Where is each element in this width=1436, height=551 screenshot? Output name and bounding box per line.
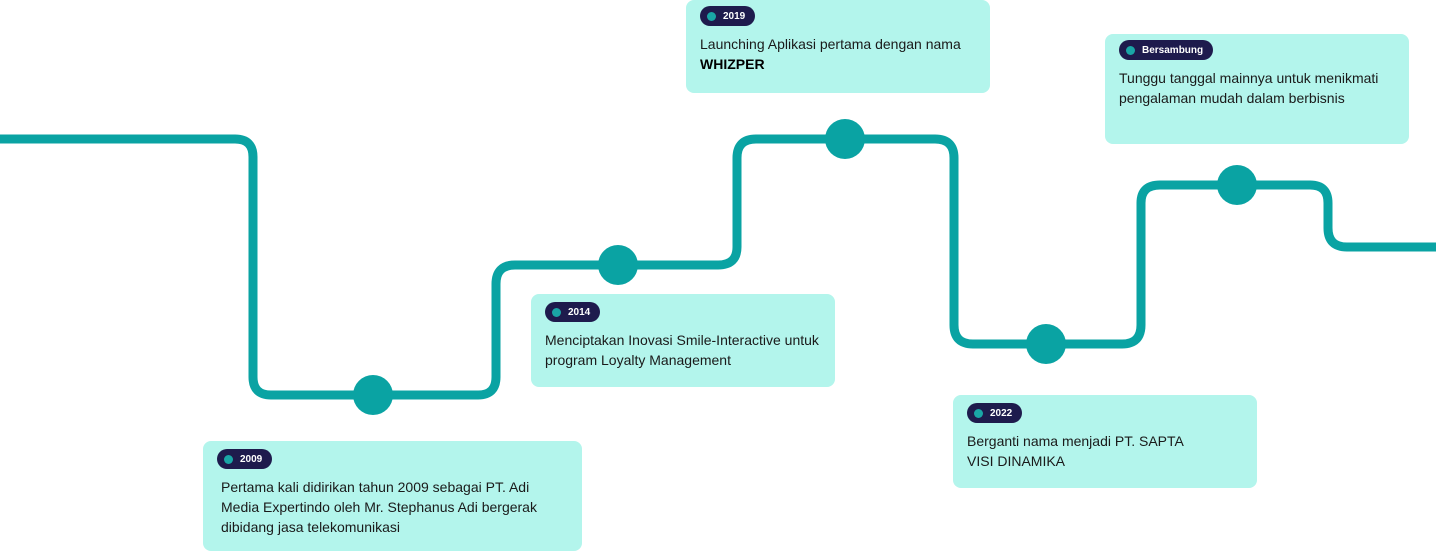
milestone-node-2019[interactable] (825, 119, 865, 159)
status-label: Bersambung (1142, 44, 1204, 56)
milestone-node-2022[interactable] (1026, 324, 1066, 364)
milestone-description: Tunggu tanggal mainnya untuk menikmati p… (1119, 70, 1379, 106)
app-name: WHIZPER (700, 56, 765, 72)
milestone-card-2009: 2009 Pertama kali didirikan tahun 2009 s… (203, 441, 582, 551)
milestone-card-2022: 2022 Berganti nama menjadi PT. SAPTA VIS… (953, 395, 1257, 488)
dot-icon (974, 408, 983, 418)
dot-icon (224, 454, 233, 464)
dot-icon (1126, 45, 1135, 55)
year-badge: 2009 (217, 449, 273, 469)
year-badge: 2022 (967, 403, 1023, 423)
year-label: 2014 (568, 306, 591, 318)
year-label: 2009 (240, 453, 263, 465)
year-badge: 2014 (545, 302, 601, 322)
milestone-node-2014[interactable] (598, 245, 638, 285)
milestone-node-bersambung[interactable] (1217, 165, 1257, 205)
milestone-node-2009[interactable] (353, 375, 393, 415)
milestone-description: Menciptakan Inovasi Smile-Interactive un… (545, 332, 819, 368)
milestone-description: Launching Aplikasi pertama dengan nama W… (700, 34, 976, 74)
year-label: 2022 (990, 407, 1013, 419)
year-badge: 2019 (700, 6, 756, 26)
milestone-card-2019: 2019 Launching Aplikasi pertama dengan n… (686, 0, 990, 93)
milestone-description: Pertama kali didirikan tahun 2009 sebaga… (221, 479, 537, 535)
milestone-card-bersambung: Bersambung Tunggu tanggal mainnya untuk … (1105, 34, 1409, 144)
status-badge: Bersambung (1119, 40, 1214, 60)
dot-icon (707, 11, 716, 21)
milestone-description: Berganti nama menjadi PT. SAPTA VISI DIN… (967, 433, 1184, 469)
year-label: 2019 (723, 10, 746, 22)
description-text: Launching Aplikasi pertama dengan nama (700, 36, 961, 52)
milestone-card-2014: 2014 Menciptakan Inovasi Smile-Interacti… (531, 294, 835, 387)
dot-icon (552, 307, 561, 317)
